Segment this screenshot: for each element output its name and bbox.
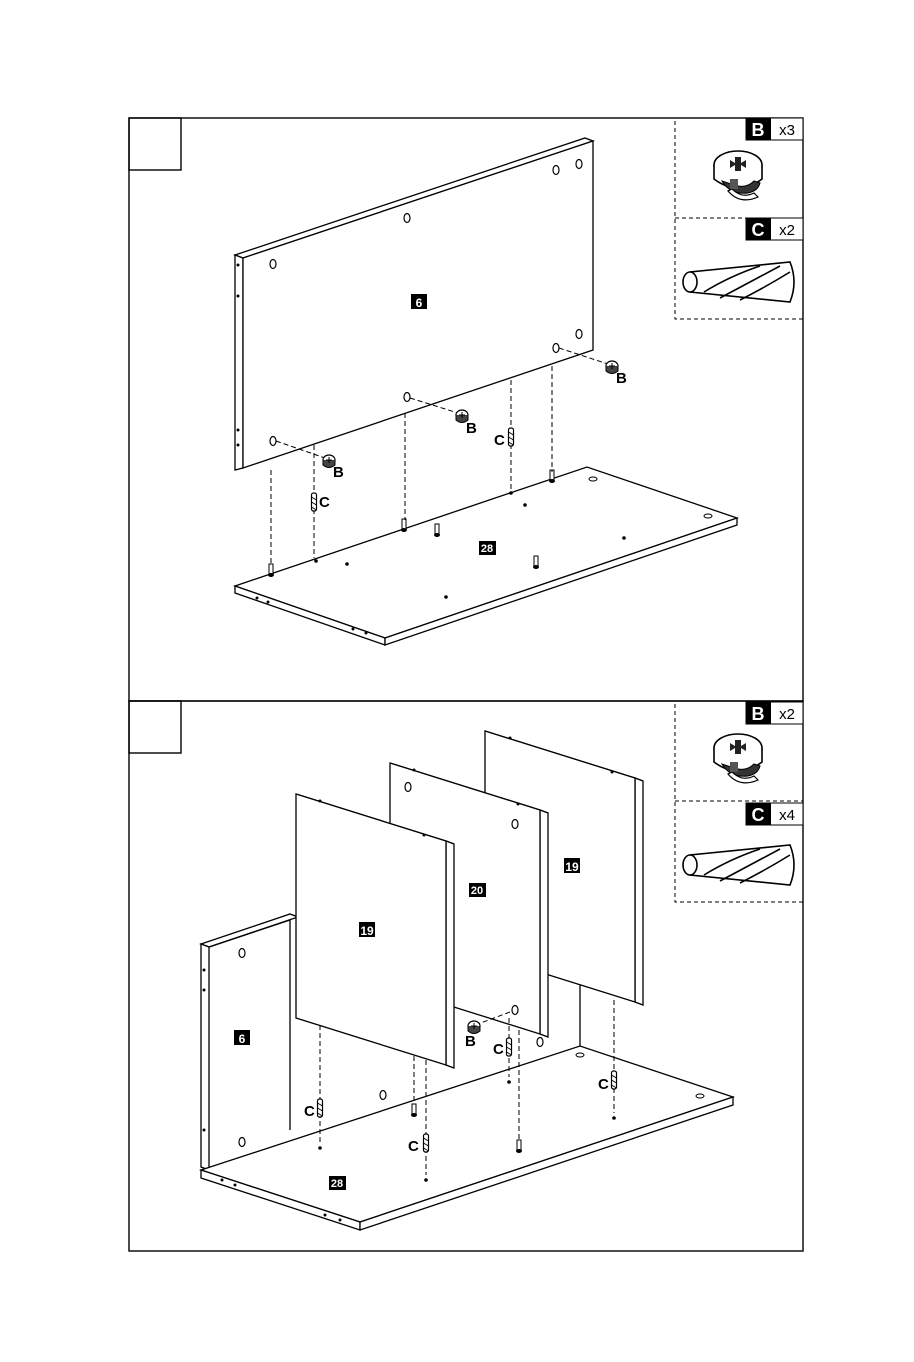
step-2-number-box — [129, 701, 181, 753]
part-b-qty-2: x2 — [779, 706, 795, 723]
part-c-letter-2: C — [752, 805, 765, 825]
part-c-qty-2: x4 — [779, 807, 795, 824]
callout-b-3: B — [616, 370, 627, 387]
callout-c-step2-3: C — [493, 1041, 504, 1058]
panel-label-20: 20 — [471, 885, 483, 897]
base-panel-28: 28 — [235, 467, 737, 645]
panel-label-6-step2: 6 — [239, 1032, 246, 1046]
callout-b-1: B — [333, 464, 344, 481]
callout-b-step2: B — [465, 1033, 476, 1050]
callout-c-step2-4: C — [598, 1076, 609, 1093]
panel-label-6: 6 — [416, 296, 423, 310]
panel-label-28: 28 — [481, 543, 493, 555]
cam-lock-icon-2 — [714, 734, 762, 783]
panel-label-19-front: 19 — [360, 924, 374, 938]
dowel-icon-2 — [683, 845, 794, 885]
part-c-qty: x2 — [779, 222, 795, 239]
back-panel-6: 6 — [235, 138, 593, 470]
part-b-letter: B — [752, 120, 765, 140]
step-2-parts-legend: B x2 C x4 — [675, 701, 803, 902]
panel-label-19-rear: 19 — [565, 860, 579, 874]
callout-c-1: C — [319, 494, 330, 511]
step-1-number-box — [129, 118, 181, 170]
cam-lock-icon — [714, 151, 762, 200]
callout-c-2: C — [494, 432, 505, 449]
panel-label-28-step2: 28 — [331, 1178, 343, 1190]
callout-b-2: B — [466, 420, 477, 437]
callout-c-step2-2: C — [408, 1138, 419, 1155]
part-b-qty: x3 — [779, 122, 795, 139]
step-1-parts-legend: B x3 C x2 — [675, 118, 803, 319]
dowel-icon — [683, 262, 794, 302]
callout-c-step2-1: C — [304, 1103, 315, 1120]
part-b-letter-2: B — [752, 704, 765, 724]
part-c-letter: C — [752, 220, 765, 240]
base-panel-28-step2: 28 — [201, 1046, 733, 1230]
